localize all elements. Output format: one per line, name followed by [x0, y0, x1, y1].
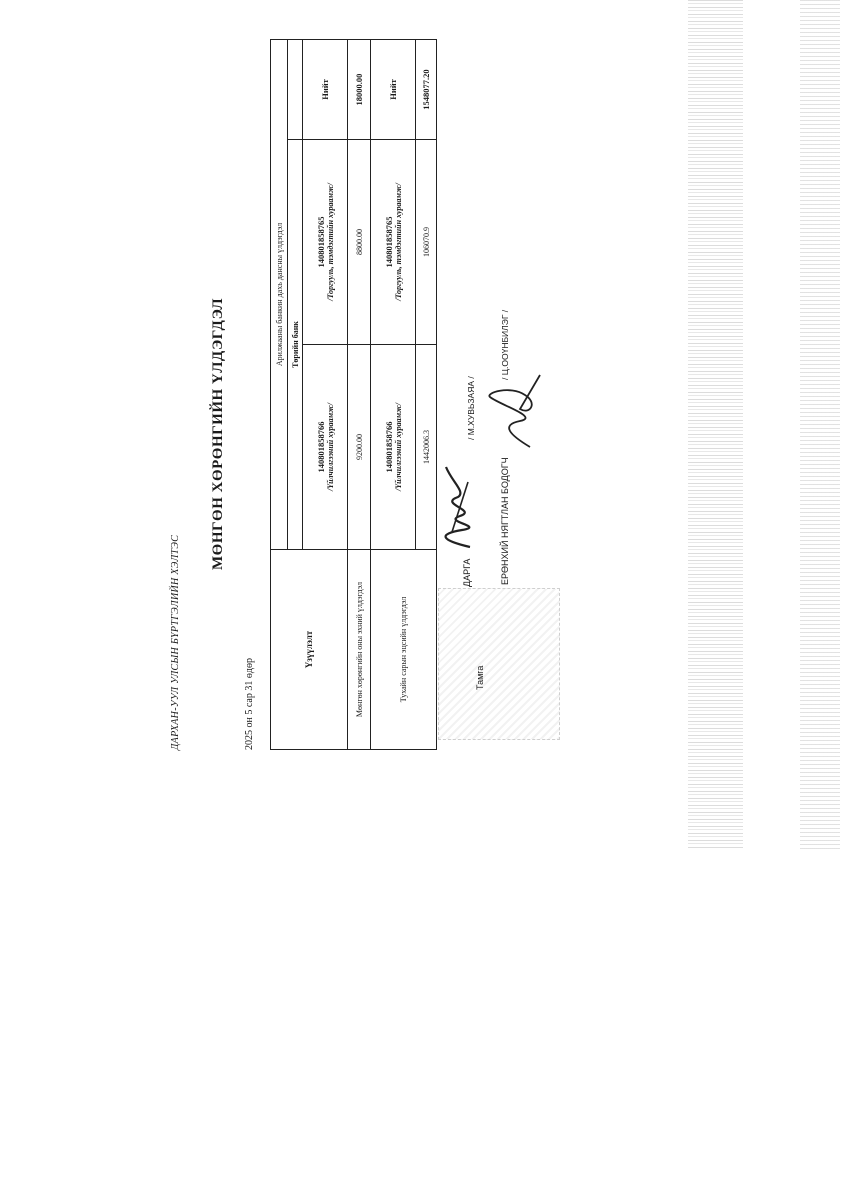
table-cell: 9200.00	[347, 344, 371, 550]
document-title: МӨНГӨН ХӨРӨНГИЙН ҮЛДЭГДЭЛ	[210, 297, 226, 570]
bank-header: Төрийн банк	[287, 139, 303, 550]
table-cell: 8800.00	[347, 139, 371, 345]
stamp-impression	[438, 588, 560, 740]
table-row: Тухайн сарын эцсийн үлдэгдэл 14080185876…	[370, 39, 437, 750]
accountant-role: ЕРӨНХИЙ НЯГТЛАН БОДОГЧ	[500, 457, 510, 585]
account-number: 140801858766	[383, 421, 394, 473]
total-header: Нийт	[370, 39, 416, 140]
stamp-label: Тамга	[475, 665, 485, 690]
account-number: 140801858765	[315, 216, 326, 268]
table-header-row-group: Үзүүлэлт Арилжааны банкин дахь дансны үл…	[270, 39, 348, 750]
table-row: Мөнгөн хөрөнгийн оны эхний үлдэгдэл 9200…	[347, 39, 371, 750]
account-number: 140801858765	[383, 216, 394, 268]
row-label: Тухайн сарын эцсийн үлдэгдэл	[370, 549, 437, 750]
accountant-signature	[488, 374, 541, 448]
balance-table: Үзүүлэлт Арилжааны банкин дахь дансны үл…	[270, 39, 437, 750]
account-number: 140801858766	[315, 421, 326, 473]
rotated-document: ДАРХАН-УУЛ УЛСЫН БҮРТГЭЛИЙН ХЭЛТЭС МӨНГӨ…	[170, 0, 790, 800]
account-header: 140801858766 /Үйлчилгээний хураамж/	[302, 344, 348, 550]
account-header: 140801858766 /Үйлчилгээний хураамж/	[370, 344, 416, 550]
table-cell: 106070.9	[415, 139, 437, 345]
accountant-name: / Ц.ООҮНБИЛЭГ /	[500, 309, 510, 380]
account-description: /Үйлчилгээний хураамж/	[393, 403, 403, 492]
account-header: 140801858765 /Торгууль, тэмдэгтийн хураа…	[370, 139, 416, 345]
total-header: Нийт	[302, 39, 348, 140]
account-description: /Торгууль, тэмдэгтийн хураамж/	[325, 183, 335, 301]
director-signature	[444, 466, 471, 549]
row-label: Мөнгөн хөрөнгийн оны эхний үлдэгдэл	[347, 549, 371, 750]
account-description: /Үйлчилгээний хураамж/	[325, 403, 335, 492]
indicator-header: Үзүүлэлт	[270, 549, 348, 750]
row-total: 18000.00	[347, 39, 371, 140]
document-date: 2025 он 5 сар 31 өдөр	[244, 658, 255, 750]
scan-edge-noise	[800, 0, 840, 850]
account-description: /Торгууль, тэмдэгтийн хураамж/	[393, 183, 403, 301]
row-total: 1548077.20	[415, 39, 437, 140]
director-role: ДАРГА	[462, 558, 472, 587]
scan-edge-noise	[688, 0, 743, 850]
director-name: / М.ХУВЬЗАЯА /	[466, 376, 476, 440]
accounts-group-header: Арилжааны банкин дахь дансны үлдэгдэл	[270, 39, 288, 550]
account-header: 140801858765 /Торгууль, тэмдэгтийн хураа…	[302, 139, 348, 345]
organization-name: ДАРХАН-УУЛ УЛСЫН БҮРТГЭЛИЙН ХЭЛТЭС	[170, 534, 181, 750]
